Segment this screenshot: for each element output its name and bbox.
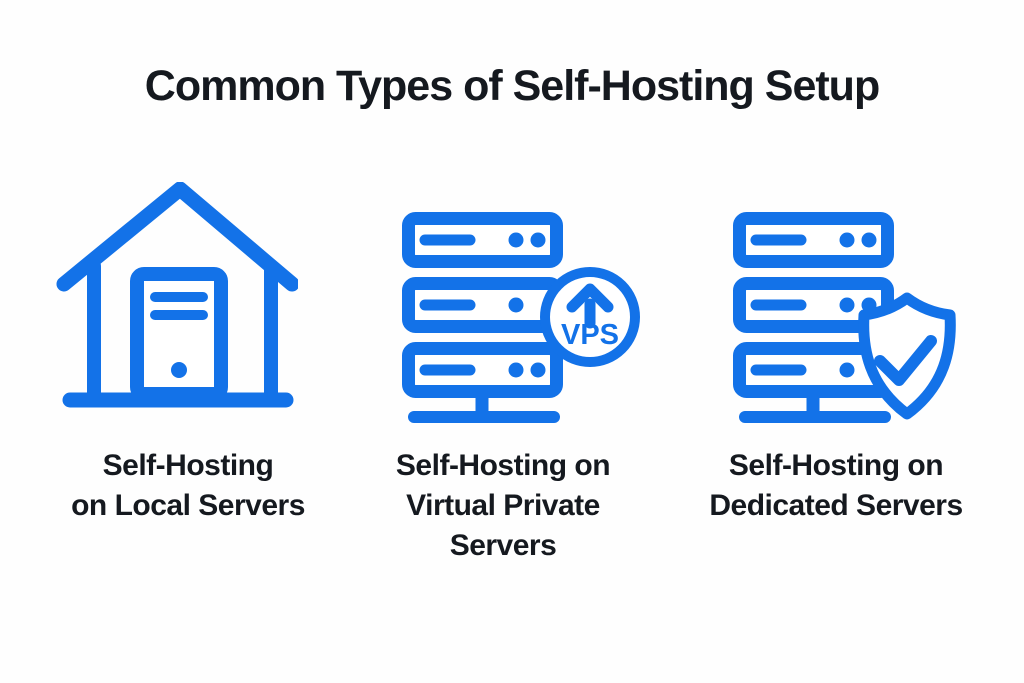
arrow-up-icon (566, 283, 614, 313)
page-title: Common Types of Self-Hosting Setup (144, 62, 880, 110)
label-line: Virtual Private (406, 489, 600, 522)
label-line: Self-Hosting on (395, 449, 611, 482)
shield-check-icon (858, 292, 956, 420)
label-line: Servers (449, 529, 557, 562)
label-line: Self-Hosting on (728, 449, 944, 482)
home-server-icon (56, 182, 298, 410)
virtual-private-servers-label: Self-Hosting on Virtual Private Servers (343, 446, 663, 566)
vps-server-icon: VPS (392, 206, 644, 426)
vps-badge: VPS (540, 267, 640, 367)
vps-badge-label: VPS (561, 319, 619, 351)
local-servers-label: Self-Hosting on Local Servers (28, 446, 348, 526)
label-line: Dedicated Servers (709, 489, 963, 522)
dedicated-server-shield-icon (723, 206, 963, 426)
label-line: Self-Hosting (102, 449, 274, 482)
label-line: on Local Servers (71, 489, 305, 522)
dedicated-servers-label: Self-Hosting on Dedicated Servers (676, 446, 996, 526)
